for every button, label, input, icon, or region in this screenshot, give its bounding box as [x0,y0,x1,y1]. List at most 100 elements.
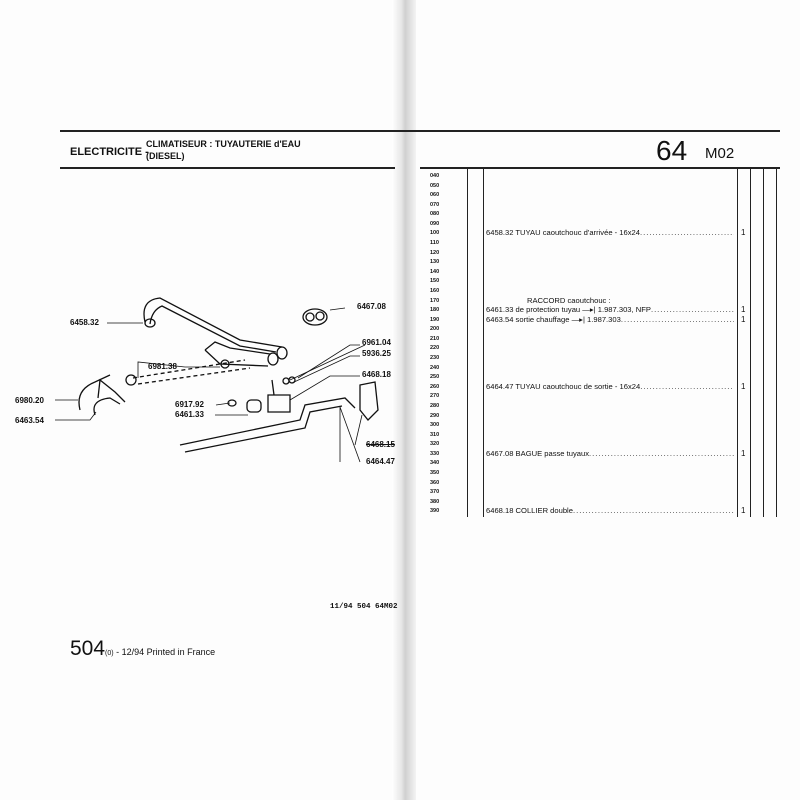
part-quantity: 1 [741,305,746,315]
part-description: 6461.33 de protection tuyau —▸| 1.987.30… [486,305,651,315]
header-rule-right [420,167,780,169]
callout-6468-15: 6468.15 [366,440,395,449]
page-number: 64 [656,135,688,166]
line-number: 260 [430,383,440,390]
book-spine-shadow [392,0,416,800]
part-quantity: 1 [741,381,746,391]
collar-6468-18 [267,379,291,413]
line-number: 230 [430,355,440,362]
footer-printed: 504(0) - 12/94 Printed in France [70,637,215,661]
col-line [750,169,751,517]
callout-6468-18: 6468.18 [362,370,391,379]
line-number: 310 [430,431,440,438]
exploded-diagram [55,297,379,463]
part-quantity: 1 [741,448,746,458]
line-number: 380 [430,498,440,505]
leader-lines [55,307,363,463]
footer-model: 504 [70,637,106,660]
line-number: 340 [430,460,440,467]
part-description: 6464.47 TUYAU caoutchouc de sortie - 16x… [486,381,641,391]
col-line [467,169,468,517]
part-row: 6463.54 sortie chauffage —▸| 1.987.303..… [486,315,734,324]
callout-6980-20: 6980.20 [15,396,44,405]
line-number: 190 [430,316,440,323]
line-number: 090 [430,220,440,227]
header-rule-left [60,167,395,169]
title-line2: (DIESEL) [146,151,185,161]
line-number: 060 [430,192,440,199]
callout-6463-54: 6463.54 [15,416,44,425]
footer-model-sub: (0) [105,650,114,657]
part-row: 6467.08 BAGUE passe tuyaux..............… [486,449,734,458]
part-quantity: 1 [741,314,746,324]
line-number: 280 [430,402,440,409]
leader-dots: ........................................… [620,314,734,324]
col-line [763,169,764,517]
line-number: 250 [430,374,440,381]
top-rule [60,130,780,132]
line-number: 390 [430,508,440,515]
line-number: 370 [430,489,440,496]
line-number: 320 [430,441,440,448]
line-number: 100 [430,230,440,237]
leader-dots: ........................................… [572,506,734,516]
footer-code: 11/94 504 64M02 [330,603,398,611]
part-row: 6461.33 de protection tuyau —▸| 1.987.30… [486,305,734,314]
part-description: 6458.32 TUYAU caoutchouc d'arrivée - 16x… [486,228,640,238]
line-number: 160 [430,287,440,294]
page-code: M02 [705,145,735,162]
line-number: 170 [430,297,440,304]
part-row: RACCORD caoutchouc : [527,296,775,305]
callout-6458-32: 6458.32 [70,318,99,327]
grommet-6467-08 [302,308,328,326]
line-number: 270 [430,393,440,400]
hose-6980-20 [78,374,121,416]
callout-5936-25: 5936.25 [362,349,391,358]
line-number: 200 [430,326,440,333]
leader-dots: ........................................… [640,381,734,391]
hose-6458-32 [143,297,283,353]
line-number: 050 [430,182,440,189]
footer-printed-text: - 12/94 Printed in France [113,647,216,657]
col-line [737,169,738,517]
line-number: 110 [430,240,439,247]
callout-6467-08: 6467.08 [357,302,386,311]
part-description: 6463.54 sortie chauffage —▸| 1.987.303 [486,314,621,324]
callout-6961-04: 6961.04 [362,338,391,347]
bracket-6468-15 [359,381,379,421]
part-quantity: 1 [741,506,746,516]
line-number: 120 [430,249,440,256]
col-line [776,169,777,517]
line-number: 290 [430,412,440,419]
line-number: 040 [430,173,440,179]
callout-6464-47: 6464.47 [366,457,395,466]
leader-dots: ........................................… [639,228,734,238]
line-number: 330 [430,450,440,457]
part-description: 6467.08 BAGUE passe tuyaux [486,448,590,458]
part-row: 6464.47 TUYAU caoutchouc de sortie - 16x… [486,382,734,391]
callout-6917-92: 6917.92 [175,400,204,409]
callout-6461-33: 6461.33 [175,410,204,419]
line-number: 150 [430,278,440,285]
clip-6981-38 [220,359,230,369]
part-row: 6468.18 COLLIER double..................… [486,506,734,515]
line-number: 180 [430,307,440,314]
page-title: CLIMATISEUR : TUYAUTERIE d'EAU (DIESEL) [146,138,301,162]
line-number: 210 [430,335,440,342]
line-number: 070 [430,201,440,208]
part-description: RACCORD caoutchouc : [527,295,611,305]
clamp-icon [125,374,137,386]
title-line1: CLIMATISEUR : TUYAUTERIE d'EAU [146,139,301,149]
line-number: 140 [430,268,440,275]
line-number: 300 [430,422,440,429]
hose-6464-47 [179,397,356,453]
line-number: 240 [430,364,440,371]
part-description: 6468.18 COLLIER double [486,506,573,516]
leader-dots: ........................................… [650,305,734,315]
part-quantity: 1 [741,228,746,238]
section-title: ELECTRICITE - [70,146,149,158]
leader-dots: ........................................… [589,448,734,458]
line-number: 360 [430,479,440,486]
line-number: 220 [430,345,440,352]
